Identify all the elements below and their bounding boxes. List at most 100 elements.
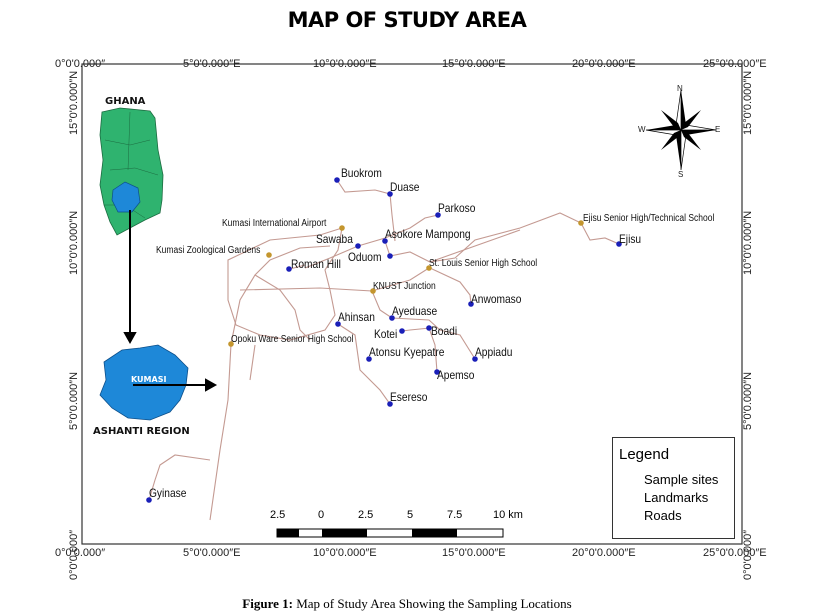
sample-site-label: Asokore Mampong <box>385 227 471 241</box>
landmark-marker <box>578 220 584 226</box>
legend: Legend Sample sites Landmarks Roads <box>612 437 735 539</box>
right-coord-label: 0°0'0.000″ <box>742 529 754 580</box>
sample-site-marker <box>355 243 361 249</box>
road-line <box>429 229 521 305</box>
sample-site-label: Buokrom <box>341 166 382 180</box>
road-line <box>304 214 439 269</box>
sample-site-label: Anwomaso <box>471 292 522 306</box>
road-line <box>230 245 331 345</box>
sample-site-marker <box>468 301 474 307</box>
left-coord-label: 15°0'0.000″N <box>68 70 80 135</box>
right-coord-label: 15°0'0.000″N <box>742 70 754 135</box>
left-coord-label: 10°0'0.000″N <box>68 210 80 275</box>
compass-rose-icon <box>645 89 717 171</box>
sample-site-label: Boadi <box>431 324 458 338</box>
sample-site-marker <box>472 356 478 362</box>
top-coord-label: 5°0'0.000″E <box>183 58 241 70</box>
legend-item: Sample sites <box>644 472 719 487</box>
sample-site-label: Roman Hill <box>291 257 341 271</box>
scale-label: 2.5 <box>358 509 374 521</box>
sample-site-marker <box>286 266 292 272</box>
sample-site-label: Ayeduase <box>392 304 438 318</box>
sample-site-marker <box>389 315 395 321</box>
sample-site-label: Duase <box>390 180 420 194</box>
road-line <box>249 264 306 381</box>
sample-site-label: Atonsu Kyepatre <box>369 345 445 359</box>
top-coord-label: 10°0'0.000″E <box>313 58 377 70</box>
scale-label: 2.5 <box>270 509 286 521</box>
ghana-inset <box>99 107 164 236</box>
sample-site-label: Esereso <box>390 390 428 404</box>
road-line <box>384 212 620 263</box>
caption-label: Figure 1: <box>242 596 293 611</box>
sample-site-marker <box>616 241 622 247</box>
road-line <box>401 327 431 332</box>
bottom-coord-label: 15°0'0.000″E <box>442 547 506 559</box>
landmark-label: KNUST Junction <box>373 281 436 292</box>
sample-site-marker <box>399 328 405 334</box>
legend-item: Roads <box>644 508 682 523</box>
sample-site-label: Parkoso <box>438 201 476 215</box>
landmark-label: Kumasi International Airport <box>222 218 327 229</box>
sample-site-marker <box>435 212 441 218</box>
landmark-marker <box>426 265 432 271</box>
sample-site-marker <box>366 356 372 362</box>
landmark-marker <box>266 252 272 258</box>
top-coord-label: 0°0'0.000″ <box>55 58 106 70</box>
road-line <box>148 343 232 521</box>
sample-site-label: Oduom <box>348 250 382 264</box>
figure-caption: Figure 1: Map of Study Area Showing the … <box>0 596 814 612</box>
sample-site-marker <box>335 321 341 327</box>
compass-w: W <box>638 125 646 134</box>
map-points <box>146 177 622 503</box>
sample-site-label: Apemso <box>437 368 475 382</box>
left-coord-label: 5°0'0.000″N <box>68 371 80 430</box>
sample-site-label: Ahinsan <box>338 310 375 324</box>
caption-text: Map of Study Area Showing the Sampling L… <box>292 596 572 611</box>
bottom-coord-label: 10°0'0.000″E <box>313 547 377 559</box>
right-coord-label: 10°0'0.000″N <box>742 210 754 275</box>
sample-site-marker <box>387 401 393 407</box>
road-line <box>428 327 438 373</box>
ashanti-inset <box>99 344 189 421</box>
inset-arrows <box>123 210 218 392</box>
sample-site-marker <box>334 177 340 183</box>
sample-site-marker <box>146 497 152 503</box>
landmark-label: Opoku Ware Senior High School <box>231 334 354 345</box>
bottom-coord-label: 20°0'0.000″E <box>572 547 636 559</box>
road-line <box>254 274 311 341</box>
sample-site-marker <box>434 369 440 375</box>
road-line <box>336 179 396 242</box>
bottom-coord-label: 5°0'0.000″E <box>183 547 241 559</box>
landmark-marker <box>228 341 234 347</box>
top-coord-label: 25°0'0.000″E <box>703 58 767 70</box>
right-coord-label: 5°0'0.000″N <box>742 371 754 430</box>
road-line <box>371 267 430 292</box>
bottom-coord-label: 0°0'0.000″ <box>55 547 106 559</box>
compass-e: E <box>715 125 721 134</box>
scale-label: 0 <box>318 509 325 521</box>
scale-bar <box>276 528 504 538</box>
ashanti-region-label: ASHANTI REGION <box>93 426 190 437</box>
legend-item: Landmarks <box>644 490 709 505</box>
sample-site-label: Gyinase <box>149 486 187 500</box>
compass-s: S <box>678 170 684 179</box>
landmark-label: Ejisu Senior High/Technical School <box>583 213 715 224</box>
scale-label: 7.5 <box>447 509 463 521</box>
scale-label: 10 km <box>493 509 523 521</box>
road-line <box>337 323 391 405</box>
sample-site-label: Kotei <box>374 327 398 341</box>
ashanti-region-shape <box>99 344 189 421</box>
sample-site-marker <box>387 253 393 259</box>
legend-title: Legend <box>619 446 670 463</box>
map-title: MAP OF STUDY AREA <box>287 8 527 32</box>
top-coord-label: 20°0'0.000″E <box>572 58 636 70</box>
scale-label: 5 <box>407 509 414 521</box>
kumasi-in-ghana <box>111 181 141 213</box>
landmark-label: Kumasi Zoological Gardens <box>156 245 261 256</box>
landmark-marker <box>339 225 345 231</box>
sample-site-label: Ejisu <box>619 232 642 246</box>
map-frame <box>81 63 743 545</box>
sample-site-marker <box>387 191 393 197</box>
